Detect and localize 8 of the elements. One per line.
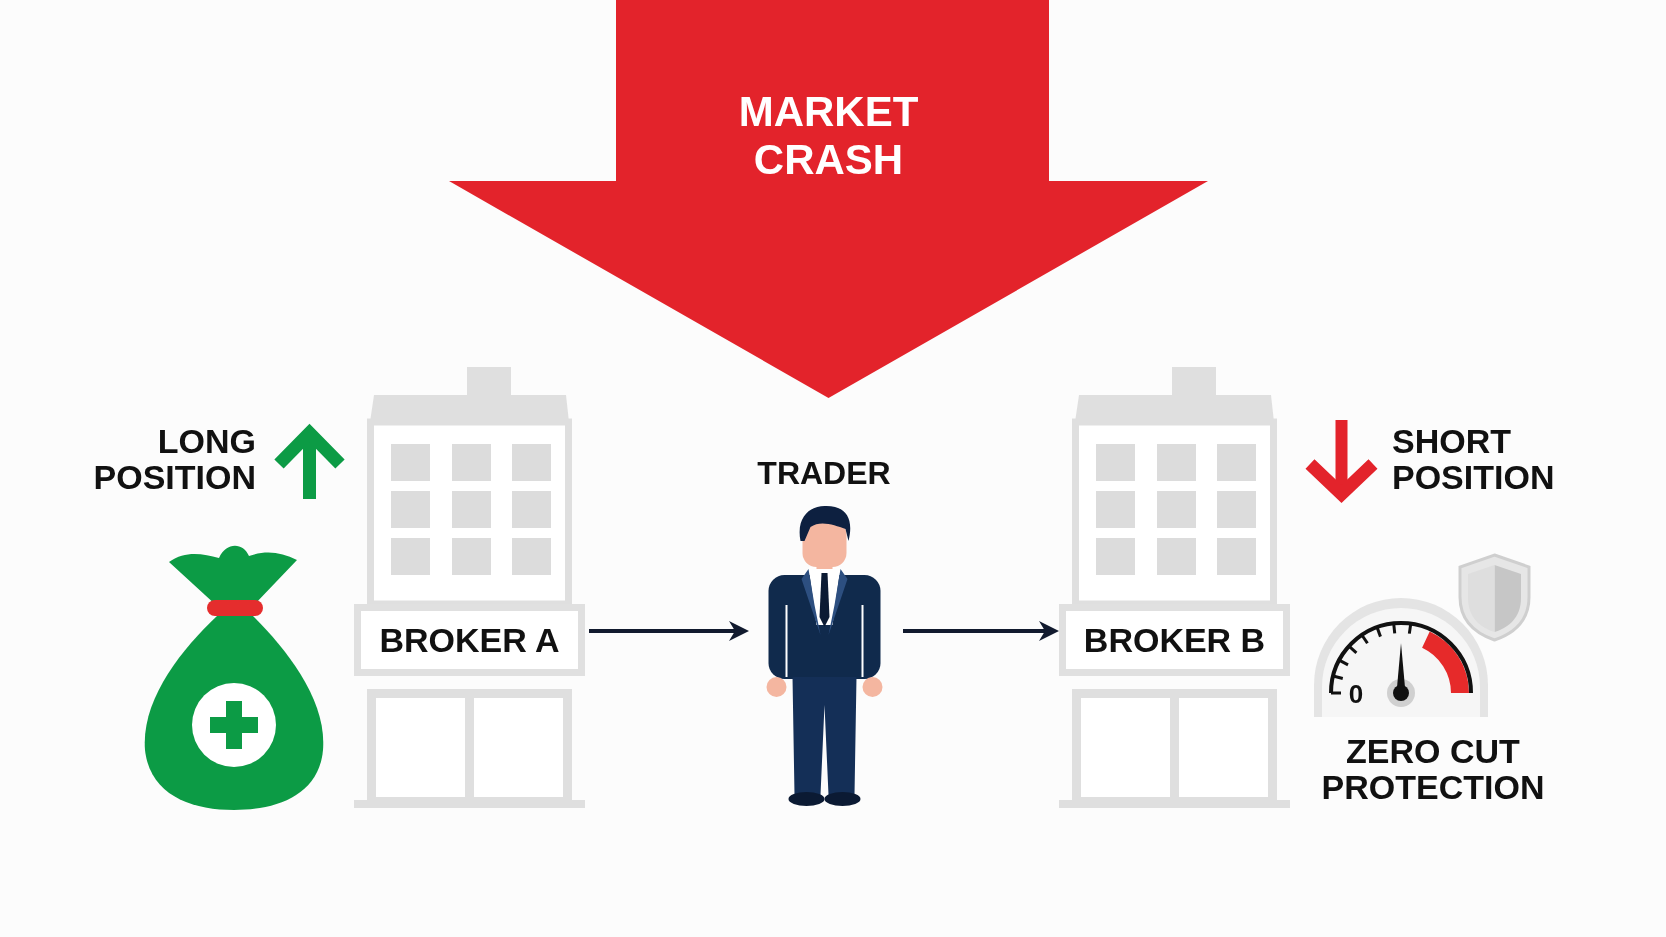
position-caption: SHORT POSITION <box>1392 423 1555 495</box>
heading-text: TRADER <box>757 455 891 491</box>
arrow <box>903 621 1059 641</box>
position-caption: LONG POSITION <box>93 423 256 495</box>
protection-caption: ZERO CUT PROTECTION <box>1321 733 1545 805</box>
gauge-number: 0 <box>1348 679 1364 709</box>
arrow-label: MARKET CRASH <box>738 88 919 184</box>
arrow <box>589 621 749 641</box>
